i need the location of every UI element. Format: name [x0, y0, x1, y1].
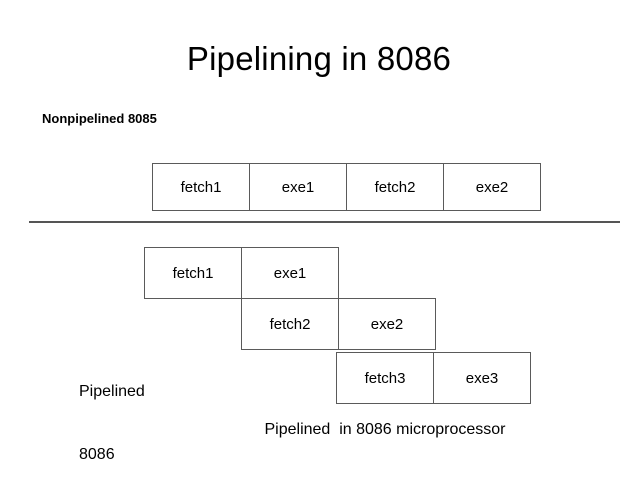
nonpipelined-stage-row: fetch1 exe1 fetch2 exe2	[152, 163, 541, 211]
stage-box: fetch2	[346, 163, 444, 211]
stage-box: exe1	[241, 247, 339, 299]
section-divider	[29, 221, 620, 223]
pipelined-stage-row: fetch1 exe1	[144, 247, 339, 299]
pipelined-section-label: Pipelined 8086	[79, 339, 145, 479]
pipelined-stage-row: fetch2 exe2	[241, 298, 436, 350]
pipelined-label-line-1: Pipelined	[79, 383, 145, 400]
stage-box: exe2	[443, 163, 541, 211]
stage-box: fetch1	[144, 247, 242, 299]
stage-box: fetch1	[152, 163, 250, 211]
stage-box: exe1	[249, 163, 347, 211]
page-title: Pipelining in 8086	[186, 40, 452, 77]
stage-box: exe2	[338, 298, 436, 350]
diagram-caption: Pipelined in 8086 microprocessor	[264, 421, 506, 438]
stage-box: fetch2	[241, 298, 339, 350]
stage-box: exe3	[433, 352, 531, 404]
stage-box: fetch3	[336, 352, 434, 404]
pipelined-label-line-2: 8086	[79, 446, 115, 463]
nonpipelined-section-label: Nonpipelined 8085	[42, 111, 157, 126]
pipelined-stage-row: fetch3 exe3	[336, 352, 531, 404]
